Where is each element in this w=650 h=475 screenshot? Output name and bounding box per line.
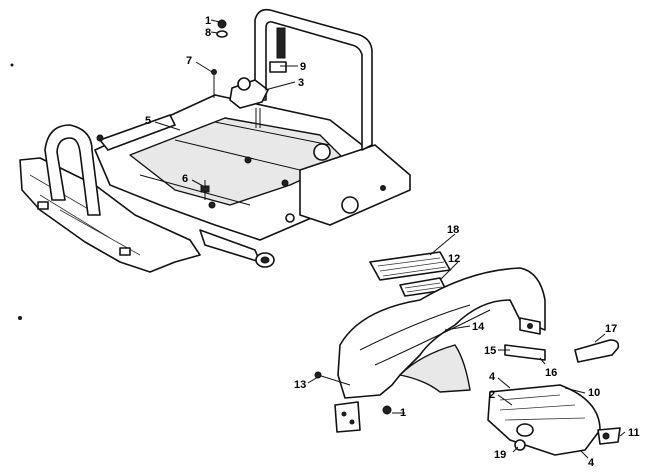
callout-labels: 1 8 9 7 3 5 6 18 12 14 17 15 16 13 4 10 …: [145, 15, 640, 469]
panel-hole: [285, 213, 295, 223]
callout-8: 8: [205, 27, 211, 39]
callout-9: 9: [300, 61, 306, 73]
roll-bar: [254, 8, 373, 151]
fender-assembly: [314, 251, 621, 456]
callout-2: 2: [489, 389, 495, 401]
bolt-13: [314, 371, 322, 379]
bolt-hardware: [200, 185, 210, 193]
callout-12: 12: [448, 253, 460, 265]
nut-hardware: [382, 405, 392, 415]
callout-3: 3: [298, 77, 304, 89]
nose-slot: [37, 201, 49, 210]
panel-hole: [313, 143, 331, 161]
callout-5: 5: [145, 115, 151, 127]
callout-1-lower: 1: [400, 407, 406, 419]
bolt-hardware: [211, 69, 217, 75]
nose-slot: [119, 247, 131, 256]
leader-lines: [154, 19, 626, 459]
callout-6: 6: [182, 173, 188, 185]
bracket-13: [334, 401, 361, 433]
lower-plate-10: [487, 384, 601, 456]
callout-17: 17: [605, 323, 617, 335]
frame-bracket: [99, 114, 176, 151]
side-panel-right: [299, 144, 411, 226]
callout-14: 14: [472, 321, 485, 333]
callout-7: 7: [186, 55, 192, 67]
callout-13: 13: [294, 379, 306, 391]
callout-16: 16: [545, 367, 557, 379]
plate-hole: [516, 423, 534, 437]
front-handle: [44, 124, 101, 216]
stray-mark: [10, 63, 14, 67]
panel-hole: [341, 196, 359, 214]
fender-inner: [399, 344, 471, 393]
decal-plate-18: [369, 251, 451, 281]
bracket-15: [504, 344, 546, 361]
callout-19: 19: [494, 449, 506, 461]
stray-mark: [18, 316, 22, 320]
callout-4-lower: 4: [588, 457, 595, 469]
nut-hardware: [217, 19, 227, 29]
callout-15: 15: [484, 345, 496, 357]
callout-11: 11: [628, 427, 640, 439]
fender-14: [337, 267, 546, 399]
hinge-handle-17: [574, 339, 620, 363]
steering-block-boss: [237, 77, 251, 91]
callout-1: 1: [205, 15, 211, 27]
callout-10: 10: [588, 387, 600, 399]
callout-4: 4: [489, 371, 496, 383]
callout-18: 18: [447, 224, 459, 236]
steering-plate: [269, 61, 287, 73]
washer-hardware: [216, 30, 228, 38]
roll-bar-slot: [276, 27, 286, 59]
frame-assembly: [19, 8, 411, 273]
